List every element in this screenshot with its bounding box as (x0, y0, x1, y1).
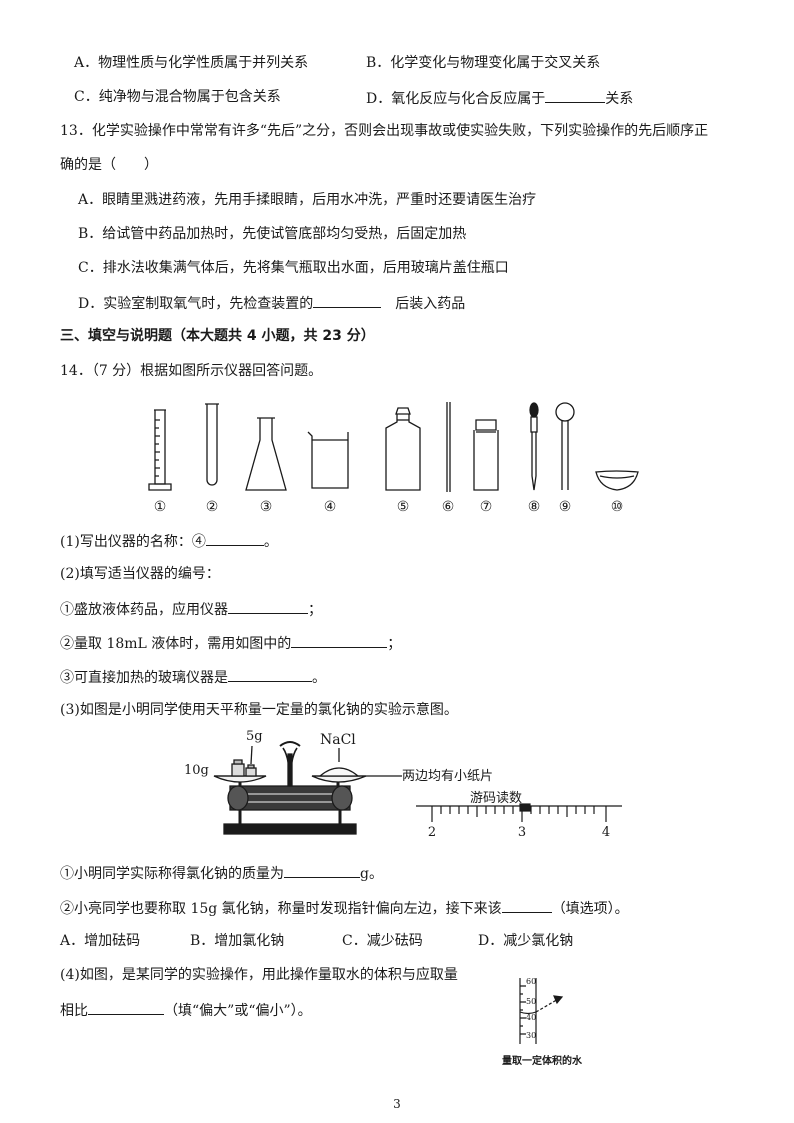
q13-option-a: A．眼睛里溅进药液，先用手揉眼睛，后用水冲洗，严重时还要请医生治疗 (78, 192, 537, 208)
q12-option-a: A．物理性质与化学性质属于并列关系 (74, 55, 309, 71)
q12-answer-blank[interactable] (545, 88, 606, 103)
rider-scale (416, 803, 622, 822)
conical-flask-icon (245, 417, 287, 491)
test-tube-icon (205, 403, 219, 486)
beaker-icon (307, 431, 349, 489)
glass-rod-icon (446, 402, 451, 492)
q14-part3a-blank[interactable] (284, 863, 360, 878)
q13-answer-blank[interactable] (313, 293, 382, 308)
q12-option-d-tail: 关系 (605, 91, 634, 107)
q14-part2b: ②量取 18mL 液体时，需用如图中的 ； (60, 633, 401, 653)
evaporating-dish-icon (595, 470, 639, 491)
q14-part2b-blank[interactable] (291, 633, 388, 648)
rider-tick-4: 4 (602, 825, 610, 840)
q12-option-c: C．纯净物与混合物属于包含关系 (74, 89, 281, 105)
q14-part4-text: 相比 (60, 1003, 88, 1019)
cylinder-caption: 量取一定体积的水 (502, 1054, 583, 1067)
label-5: ⑤ (397, 499, 410, 515)
nacl-label: NaCl (320, 732, 356, 748)
q14-part2b-text: ②量取 18mL 液体时，需用如图中的 (60, 636, 292, 652)
q14-part3b-text: ②小亮同学也要称取 15g 氯化钠，称量时发现指针偏向左边，接下来该 (60, 901, 502, 917)
q14-part4-line1: (4)如图，是某同学的实验操作，用此操作量取水的体积与应取量 (60, 967, 458, 983)
q14-part2a-blank[interactable] (228, 599, 308, 614)
weight-5g-label: 5g (246, 729, 263, 744)
q14-part2-heading: (2)填写适当仪器的编号： (60, 566, 220, 582)
q14-part2b-tail: ； (387, 636, 402, 652)
label-2: ② (206, 499, 219, 515)
label-10: ⑩ (611, 499, 624, 515)
dropper-icon (529, 402, 539, 491)
q14-part1-text: (1)写出仪器的名称：④ (60, 534, 206, 550)
q13-option-d-tail: 后装入药品 (395, 296, 466, 312)
q14-part2a: ①盛放液体药品，应用仪器 ； (60, 599, 322, 619)
label-1: ① (154, 499, 167, 515)
q14-stem: 14．（7 分）根据如图所示仪器回答问题。 (60, 363, 323, 379)
q14-part3-option-c: C．减少砝码 (342, 933, 423, 949)
q12-option-d: D．氧化反应与化合反应属于 关系 (366, 88, 633, 108)
q13-option-b: B．给试管中药品加热时，先使试管底部均匀受热，后固定加热 (78, 226, 467, 242)
q14-part3a: ①小明同学实际称得氯化钠的质量为 g。 (60, 863, 383, 883)
long-neck-funnel-icon (555, 402, 575, 490)
rider-tick-2: 2 (428, 825, 436, 840)
q14-part2a-text: ①盛放液体药品，应用仪器 (60, 602, 228, 618)
q14-part3-option-d: D．减少氯化钠 (478, 933, 574, 949)
balance-figure: 5g 10g NaCl 两边均有小纸片 游码读数 2 3 4 (184, 729, 622, 840)
rider-title: 游码读数 (470, 791, 522, 806)
cylinder-mark-30: 30 (526, 1031, 536, 1040)
page-number: 3 (393, 1097, 401, 1111)
reagent-bottle-icon (385, 407, 421, 491)
label-4: ④ (324, 499, 337, 515)
cylinder-mark-60: 60 (526, 977, 536, 986)
q14-part4-blank[interactable] (88, 1000, 164, 1015)
q13-stem-line1: 13．化学实验操作中常常有许多“先后”之分，否则会出现事故或使实验失败，下列实验… (60, 123, 709, 139)
q14-part2c-tail: 。 (312, 670, 326, 686)
q14-part3b-tail: （填选项）。 (551, 901, 629, 917)
q14-part1-tail: 。 (263, 534, 278, 550)
q14-part3b: ②小亮同学也要称取 15g 氯化钠，称量时发现指针偏向左边，接下来该 （填选项）。 (60, 898, 629, 918)
q13-stem-line2: 确的是（ ） (60, 157, 158, 173)
label-7: ⑦ (480, 499, 493, 515)
q12-option-d-text: D．氧化反应与化合反应属于 (366, 91, 546, 107)
q13-option-c: C．排水法收集满气体后，先将集气瓶取出水面，后用玻璃片盖住瓶口 (78, 260, 509, 276)
rider-tick-3: 3 (518, 825, 526, 840)
q14-part3a-tail: g。 (360, 866, 383, 882)
q14-part4-line2: 相比 （填“偏大”或“偏小”）。 (60, 1000, 312, 1020)
cylinder-mark-50: 50 (526, 997, 536, 1006)
q14-part2c: ③可直接加热的玻璃仪器是 。 (60, 667, 326, 687)
label-6: ⑥ (442, 499, 455, 515)
label-3: ③ (260, 499, 273, 515)
section-heading: 三、填空与说明题（本大题共 4 小题，共 23 分） (60, 328, 375, 344)
q14-part4-tail: （填“偏大”或“偏小”）。 (164, 1003, 312, 1019)
cylinder-reading-figure: 60 50 40 30 量取一定体积的水 (502, 977, 583, 1067)
q14-part3-option-a: A．增加砝码 (60, 933, 141, 949)
label-8: ⑧ (528, 499, 541, 515)
q12-option-b: B．化学变化与物理变化属于交叉关系 (366, 55, 601, 71)
q14-part1-blank[interactable] (205, 531, 264, 546)
weight-10g-label: 10g (184, 763, 209, 778)
q13-option-d-text: D．实验室制取氧气时，先检查装置的 (78, 296, 314, 312)
graduated-cylinder-icon (148, 409, 172, 491)
q14-part3a-text: ①小明同学实际称得氯化钠的质量为 (60, 866, 284, 882)
q14-part3-option-b: B．增加氯化钠 (190, 933, 285, 949)
q14-part2c-text: ③可直接加热的玻璃仪器是 (60, 670, 228, 686)
q14-part2c-blank[interactable] (228, 667, 312, 682)
instruments-figure: ① ② ③ ④ ⑤ ⑥ ⑦ ⑧ ⑨ ⑩ (148, 402, 639, 515)
cylinder-mark-40: 40 (526, 1013, 536, 1022)
q14-part1: (1)写出仪器的名称：④ 。 (60, 531, 278, 551)
q13-option-d: D．实验室制取氧气时，先检查装置的 后装入药品 (78, 293, 465, 313)
q14-part3b-blank[interactable] (501, 898, 552, 913)
wide-mouth-jar-icon (473, 419, 499, 491)
label-9: ⑨ (559, 499, 572, 515)
paper-note-label: 两边均有小纸片 (402, 769, 493, 784)
q14-part2a-tail: ； (308, 602, 322, 618)
q14-part3-heading: (3)如图是小明同学使用天平称量一定量的氯化钠的实验示意图。 (60, 702, 458, 718)
